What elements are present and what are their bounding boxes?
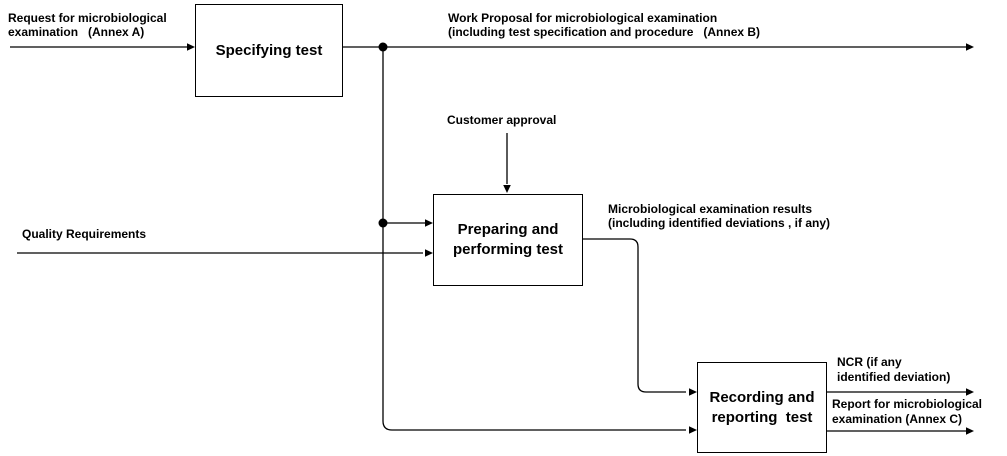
arrowhead-right-icon [966,43,974,51]
arrowhead-right-icon [425,219,433,227]
request-annex-a-label: Request for microbiological examination … [8,11,167,39]
preparing-performing-test-label: Preparing and performing test [452,221,563,258]
report-annex-c-label: Report for microbiological examination (… [832,397,983,426]
connector-proposal-to-recording [382,47,686,431]
arrowhead-right-icon [689,426,697,434]
arrowhead-right-icon [425,249,433,257]
ncr-label: NCR (if any identified deviation) [837,355,951,384]
preparing-performing-test-box: Preparing and performing test [433,194,583,286]
quality-requirements-label: Quality Requirements [22,227,147,241]
specifying-test-label: Specifying test [215,41,323,59]
connector-results-to-recording [583,238,686,393]
recording-reporting-test-label: Recording and reporting test [709,388,815,426]
arrowhead-right-icon [966,427,974,435]
specifying-test-box: Specifying test [195,4,343,97]
arrowhead-right-icon [689,388,697,396]
arrowhead-down-icon [503,185,511,193]
work-proposal-annex-b-label: Work Proposal for microbiological examin… [448,11,761,39]
arrowhead-right-icon [966,388,974,396]
customer-approval-label: Customer approval [447,113,557,127]
arrowhead-right-icon [187,43,195,51]
recording-reporting-test-box: Recording and reporting test [697,362,827,453]
examination-results-label: Microbiological examination results (inc… [608,202,831,230]
